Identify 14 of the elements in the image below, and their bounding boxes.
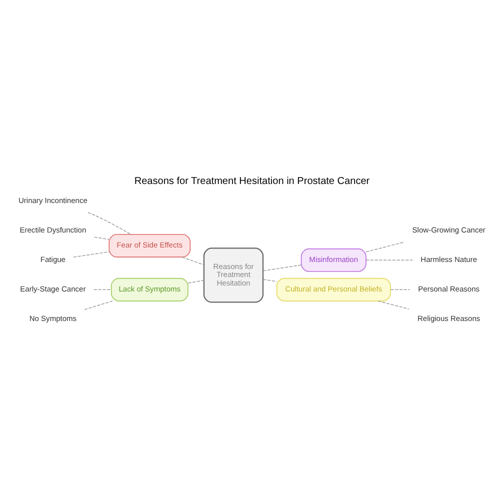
connector xyxy=(366,242,405,252)
connector xyxy=(93,289,112,290)
connector xyxy=(84,300,113,310)
connector xyxy=(390,289,410,290)
connector xyxy=(182,256,204,266)
diagram-title: Reasons for Treatment Hesitation in Prostate Cancer xyxy=(134,176,370,188)
connector xyxy=(262,264,302,272)
connector xyxy=(366,260,414,261)
connector xyxy=(88,212,131,235)
connector xyxy=(188,280,204,284)
connector xyxy=(94,236,110,240)
connector xyxy=(262,279,278,282)
connector xyxy=(378,300,410,310)
connector xyxy=(73,251,110,258)
